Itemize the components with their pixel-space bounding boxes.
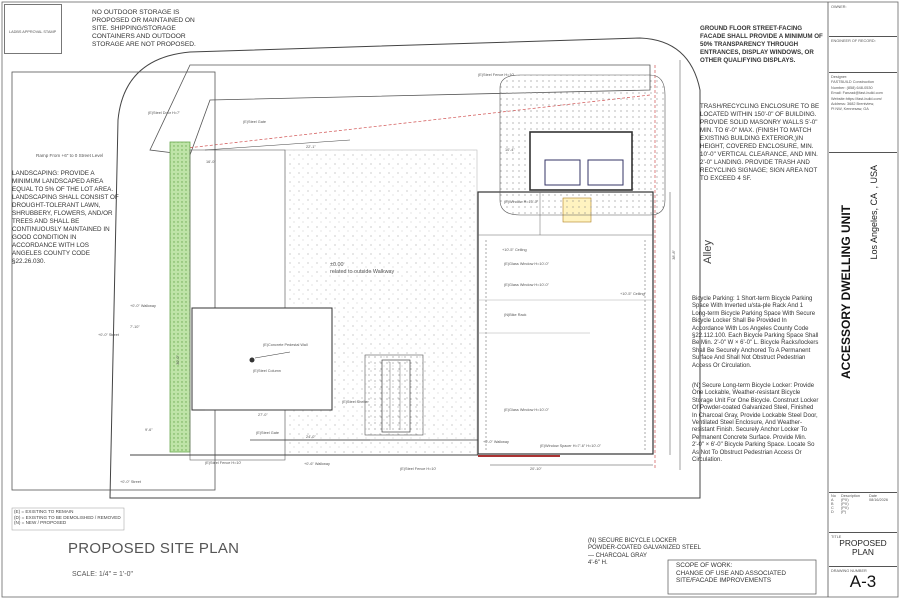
trash-enclosure [529, 131, 633, 191]
dim-10: 10'-4" [505, 148, 515, 152]
dim-7: 7'-10" [130, 325, 140, 329]
property-line [109, 37, 701, 499]
steel-fence-bottom-label: (E)Steel Fence H=10' [205, 461, 242, 465]
locker-callout: (N) SECURE BICYCLE LOCKER POWDER-COATED … [588, 538, 702, 567]
sheet-title: PROPOSED SITE PLAN [68, 540, 240, 557]
legend: (E) = EXISTING TO REMAIN (D) = EXISTING … [14, 509, 121, 525]
dim-22: 22'-1" [306, 145, 316, 149]
dim-9: 9'-6" [145, 428, 153, 432]
bicycle-parking-note: Bicycle Parking: 1 Short-term Bicycle Pa… [692, 296, 819, 369]
revision-row: A (PX) 08/16/2026 [831, 498, 889, 502]
dim-30: 30'-0" [176, 355, 180, 365]
revision-row: B (PX) [831, 502, 849, 506]
bike-rack-label: (N)Bike Rack [504, 313, 527, 317]
steel-column-label: (E)Steel Column [253, 369, 281, 373]
pedestal-label: (E)Concrete Pedestal Wall [263, 343, 308, 347]
left-building-outline [11, 71, 216, 491]
alley-label: Alley [702, 240, 714, 264]
ceiling-1: +10'-5" Ceiling [502, 248, 527, 252]
project-location-usa: , USA [869, 165, 879, 189]
steel-door-label: (E)Steel Door H=7' [148, 111, 180, 115]
project-location: Los Angeles, CA [869, 193, 879, 260]
dim-16: 16'-0" [206, 160, 216, 164]
steel-fence-top-label: (E)Steel Fence H=10' [478, 73, 515, 77]
revision-row: D (P) [831, 510, 847, 514]
dim-38: 38'-8" [672, 250, 676, 260]
street-2: +0'-0" Street [120, 480, 141, 484]
drawing-number-cell: DRAWING NUMBER A-3 [829, 567, 897, 597]
steel-fence-mid-label: (E)Steel Fence H=10' [400, 467, 437, 471]
steel-gate-top-label: (E)Steel Gate [243, 120, 267, 124]
window-4: (E)Glass Window H=10'-0" [504, 408, 550, 412]
sheet-scale: SCALE: 1/4" = 1'-0" [72, 571, 133, 578]
landscape-strip [169, 141, 191, 453]
revisions-table: No Description Date A (PX) 08/16/2026 B … [829, 493, 897, 533]
engineer-cell: ENGINEER OF RECORD: [829, 37, 897, 73]
secure-locker-note: (N) Secure Long-term Bicycle Locker: Pro… [692, 383, 819, 464]
window-1: (E)Window H=10'-0" [504, 200, 539, 204]
steel-shelter [191, 307, 333, 411]
window-2: (E)Glass Window H=10'-0" [504, 262, 550, 266]
approval-stamp-box: LADBS APPROVAL STAMP [4, 4, 62, 54]
walkway-1: +0'-0" Walkway [130, 304, 156, 308]
shrub-area-mid [364, 354, 424, 436]
scope-of-work: SCOPE OF WORK: CHANGE OF USE AND ASSOCIA… [676, 562, 786, 585]
project-title: ACCESSORY DWELLING UNIT [839, 205, 853, 380]
designer-cell: Designer: FASTBUILD Construction Number:… [829, 73, 897, 153]
ground-floor-note: GROUND FLOOR STREET-FACING FACADE SHALL … [700, 25, 823, 64]
dim-24: 24'-0" [306, 435, 316, 439]
sheet-title-cell: TITLE PROPOSED PLAN [829, 533, 897, 567]
dim-27: 27'-0" [258, 413, 268, 417]
revision-row: C (PX) [831, 506, 849, 510]
window-3: (E)Glass Window H=10'-0" [504, 283, 550, 287]
title-block: OWNER: ENGINEER OF RECORD: Designer: FAS… [829, 3, 897, 595]
main-building [477, 191, 654, 455]
ramp-label: Ramp From +6" to 0 Street Level [36, 153, 104, 158]
project-title-cell: ACCESSORY DWELLING UNIT Los Angeles, CA … [829, 153, 897, 493]
walkway-3: +0'-0" Walkway [483, 440, 509, 444]
trash-enclosure-note: TRASH/RECYCLING ENCLOSURE TO BE LOCATED … [700, 103, 820, 182]
steel-shelter-label: (E)Steel Shelter [342, 400, 369, 404]
steel-gate-bottom-label: (E)Steel Gate [256, 431, 280, 435]
owner-cell: OWNER: [829, 3, 897, 37]
no-storage-note: NO OUTDOOR STORAGE IS PROPOSED OR MAINTA… [92, 9, 196, 48]
walkway-note-label: related to outside Walkway [330, 269, 395, 275]
window-5: (E)Window Spacer H=7'-6" H=10'-0" [540, 444, 601, 448]
street-1: +0'-0" Street [98, 333, 119, 337]
walkway-elevation: ±0.00 [330, 262, 344, 268]
walkway-2: +0'-6" Walkway [304, 462, 330, 466]
approval-stamp-label: LADBS APPROVAL STAMP [9, 30, 57, 34]
dim-20: 20'-10" [530, 467, 542, 471]
drawing-number: A-3 [849, 572, 877, 591]
landscaping-note: LANDSCAPING: PROVIDE A MINIMUM LANDSCAPE… [12, 170, 119, 265]
ceiling-2: +10'-5" Ceiling [620, 292, 645, 296]
